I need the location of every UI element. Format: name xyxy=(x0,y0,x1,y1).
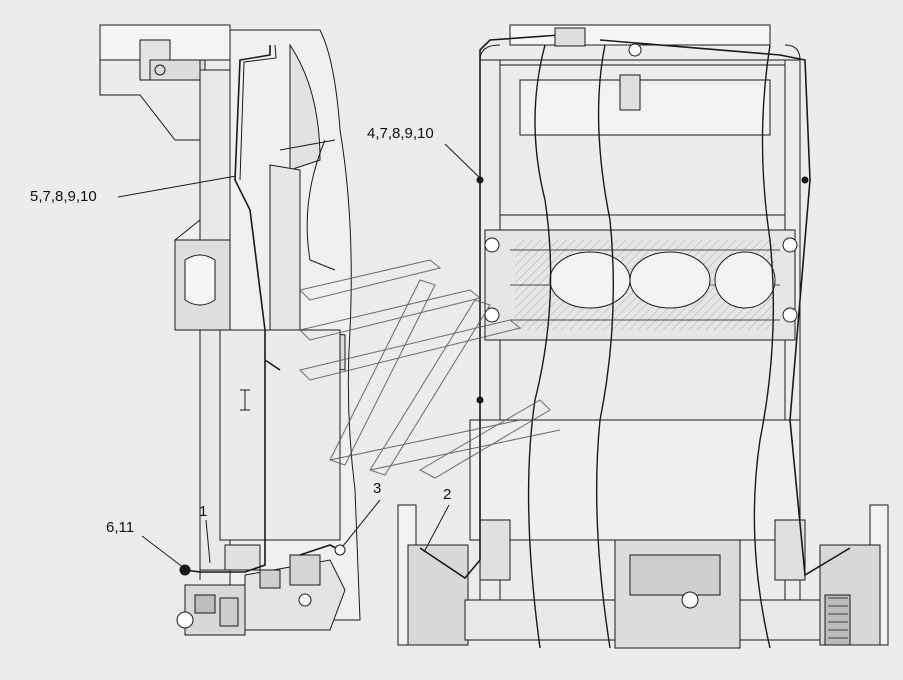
leader-c1 xyxy=(117,175,237,198)
leader-c2 xyxy=(444,143,481,179)
leader-c6 xyxy=(342,499,381,547)
front-view-assembly xyxy=(397,24,889,649)
leader-lines xyxy=(117,143,481,569)
leader-c4 xyxy=(205,519,211,564)
side-view-assembly xyxy=(99,24,361,636)
leader-c5 xyxy=(423,504,450,553)
callout-4-7-8-9-10: 4,7,8,9,10 xyxy=(367,125,434,142)
leader-c3 xyxy=(141,535,185,569)
callout-1: 1 xyxy=(199,503,208,520)
watermark-logo xyxy=(299,259,561,479)
callout-6-11: 6,11 xyxy=(106,519,135,536)
callout-2: 2 xyxy=(443,486,452,503)
callout-5-7-8-9-10: 5,7,8,9,10 xyxy=(30,188,97,205)
callout-3: 3 xyxy=(373,480,382,497)
